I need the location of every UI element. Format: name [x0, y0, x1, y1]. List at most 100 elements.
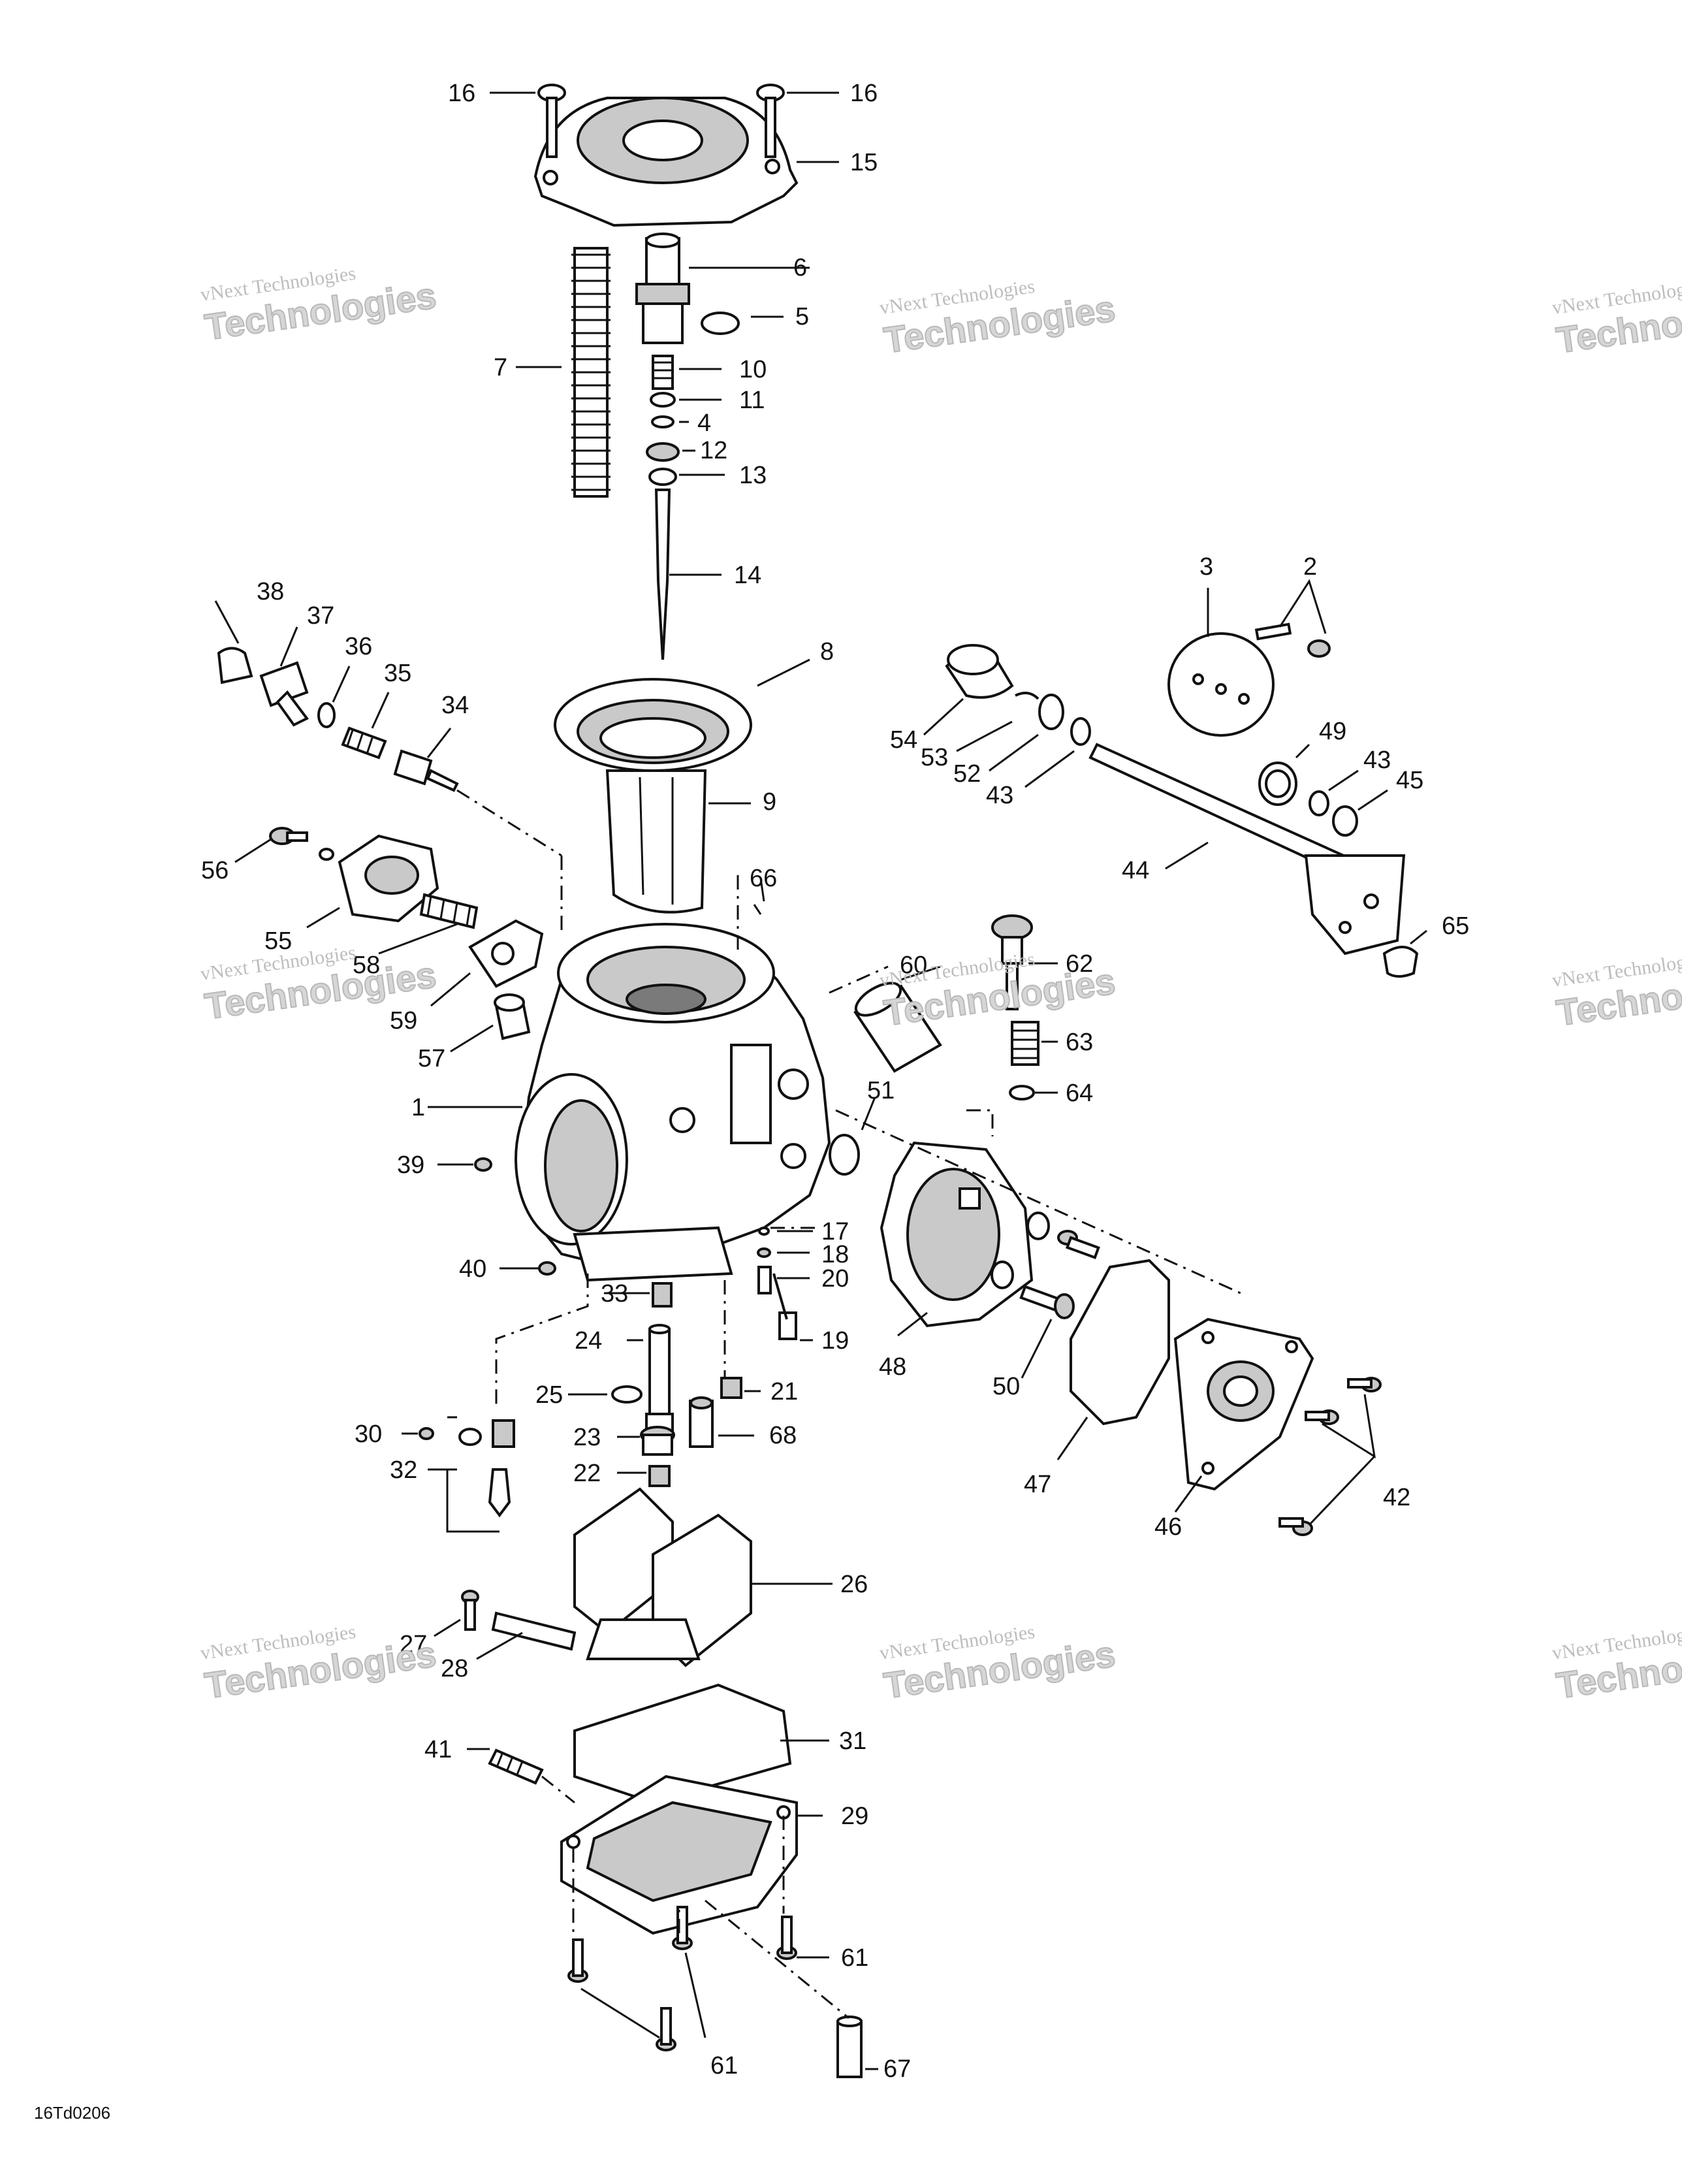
needle-holder-6: [635, 233, 690, 344]
drain-screw-41: [488, 1748, 544, 1785]
callout-label-3: 3: [1199, 553, 1213, 581]
screw-16-right: [756, 84, 785, 158]
callout-label-13: 13: [739, 462, 767, 489]
callout-label-40: 40: [459, 1255, 486, 1283]
callout-label-21: 21: [770, 1378, 798, 1405]
pilot-screw-19-20: [757, 1227, 797, 1340]
callout-label-60: 60: [900, 952, 927, 979]
washer-12: [646, 442, 680, 462]
callout-label-23: 23: [573, 1424, 601, 1451]
leader-lines: [214, 91, 1427, 2070]
callout-label-55: 55: [264, 927, 292, 955]
callout-label-32: 32: [390, 1456, 417, 1484]
screw-40: [538, 1261, 556, 1276]
washer-64: [1009, 1085, 1035, 1100]
spring-35: [341, 726, 387, 760]
slide-9: [605, 769, 707, 914]
callout-label-41: 41: [424, 1736, 452, 1763]
shaft-44: [1088, 743, 1406, 956]
figure-code: 16Td0206: [34, 2103, 111, 2123]
callout-label-52: 52: [953, 760, 981, 788]
callout-labels: 1 2 3 4 5 6 7 8 9 10 11 12 13 14 15 16 1…: [201, 80, 1469, 2083]
needle-valve-32: [458, 1419, 515, 1518]
callout-label-6: 6: [793, 254, 807, 281]
callout-label-43a: 43: [986, 782, 1013, 809]
o-ring-25: [611, 1385, 643, 1404]
o-ring-36: [317, 702, 336, 728]
clip-4: [651, 415, 674, 428]
callout-label-1: 1: [411, 1094, 425, 1121]
callout-label-56: 56: [201, 857, 229, 884]
spring-49: [1258, 762, 1297, 806]
callout-label-65: 65: [1442, 912, 1469, 940]
callout-label-30: 30: [355, 1421, 382, 1448]
jet-21: [720, 1377, 742, 1399]
callout-label-16-right: 16: [850, 80, 878, 107]
screw-39: [474, 1157, 492, 1172]
cap-38: [217, 647, 253, 684]
screw-16-left: [537, 84, 566, 158]
callout-label-26: 26: [840, 1571, 868, 1598]
callout-label-61a: 61: [841, 1944, 868, 1972]
callout-label-47: 47: [1024, 1471, 1051, 1498]
callout-label-34: 34: [441, 692, 469, 719]
screw-56: [269, 827, 334, 861]
callout-label-7: 7: [494, 354, 507, 381]
callout-label-31: 31: [839, 1727, 866, 1755]
callout-label-50: 50: [992, 1373, 1020, 1400]
plunger-34: [393, 749, 459, 792]
callout-label-67: 67: [883, 2055, 911, 2083]
callout-label-68: 68: [769, 1422, 797, 1449]
callout-label-63: 63: [1066, 1029, 1093, 1056]
callout-label-4: 4: [697, 410, 711, 437]
callout-label-43b: 43: [1363, 747, 1391, 774]
washer-13: [648, 468, 677, 486]
washer-45: [1332, 805, 1358, 837]
screw-27: [461, 1590, 479, 1631]
spring-10: [652, 355, 674, 390]
diaphragm-8: [554, 678, 752, 772]
washer-43b: [1309, 790, 1329, 816]
callout-label-61b: 61: [710, 2052, 738, 2080]
callout-label-59: 59: [390, 1007, 417, 1035]
callout-label-58: 58: [353, 952, 380, 979]
spring-58: [419, 893, 479, 929]
washer-a: [1026, 1212, 1050, 1240]
gasket-31: [573, 1683, 792, 1805]
housing-55: [338, 834, 439, 923]
callout-label-66: 66: [750, 865, 777, 892]
callout-label-39: 39: [397, 1151, 424, 1179]
washer-30: [419, 1427, 434, 1440]
plate-59: [468, 919, 544, 988]
spring-7: [571, 247, 611, 498]
callout-label-2: 2: [1303, 553, 1317, 581]
jet-23: [640, 1426, 675, 1456]
callout-label-36: 36: [345, 633, 372, 660]
pin-28: [491, 1611, 577, 1651]
callout-label-11: 11: [739, 387, 765, 414]
cap-65: [1382, 946, 1419, 978]
callout-label-37: 37: [307, 602, 334, 630]
callout-label-29: 29: [841, 1803, 868, 1830]
screws-2: [1254, 622, 1331, 658]
bushing-54: [945, 644, 1014, 699]
top-cover-15: [533, 97, 799, 227]
callout-label-12: 12: [700, 437, 727, 464]
callout-label-15: 15: [850, 149, 878, 176]
callout-label-35: 35: [384, 660, 411, 687]
screws-61: [567, 1906, 797, 2051]
callout-label-24: 24: [575, 1327, 602, 1355]
callout-label-5: 5: [795, 303, 809, 330]
cover-48: [880, 1141, 1034, 1328]
tube-60: [853, 982, 942, 1073]
callout-label-53: 53: [921, 744, 948, 771]
gasket-47: [1070, 1259, 1170, 1426]
screws-42: [1278, 1377, 1382, 1536]
needle-14: [654, 489, 671, 660]
o-ring-51: [829, 1134, 860, 1176]
screw-62: [991, 914, 1033, 1010]
callout-label-20: 20: [821, 1265, 849, 1293]
callout-label-8: 8: [820, 638, 834, 666]
callout-label-25: 25: [535, 1381, 563, 1409]
spring-63: [1011, 1021, 1039, 1066]
